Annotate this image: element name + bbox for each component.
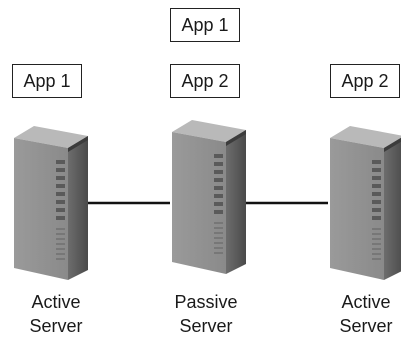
app-box-left: App 1 — [12, 64, 82, 98]
server-tower-center — [164, 116, 248, 276]
server-caption-right: Active Server — [339, 292, 393, 336]
app-box-center-top: App 1 — [170, 8, 240, 42]
app-label: App 2 — [181, 71, 229, 91]
app-label: App 1 — [23, 71, 71, 91]
app-box-right: App 2 — [330, 64, 400, 98]
app-label: App 2 — [341, 71, 389, 91]
server-caption-left: Active Server — [29, 292, 83, 336]
server-caption-center: Passive Server — [174, 292, 238, 336]
server-tower-left — [6, 122, 90, 282]
app-label: App 1 — [181, 15, 229, 35]
app-box-center-bottom: App 2 — [170, 64, 240, 98]
server-tower-right — [322, 122, 401, 282]
